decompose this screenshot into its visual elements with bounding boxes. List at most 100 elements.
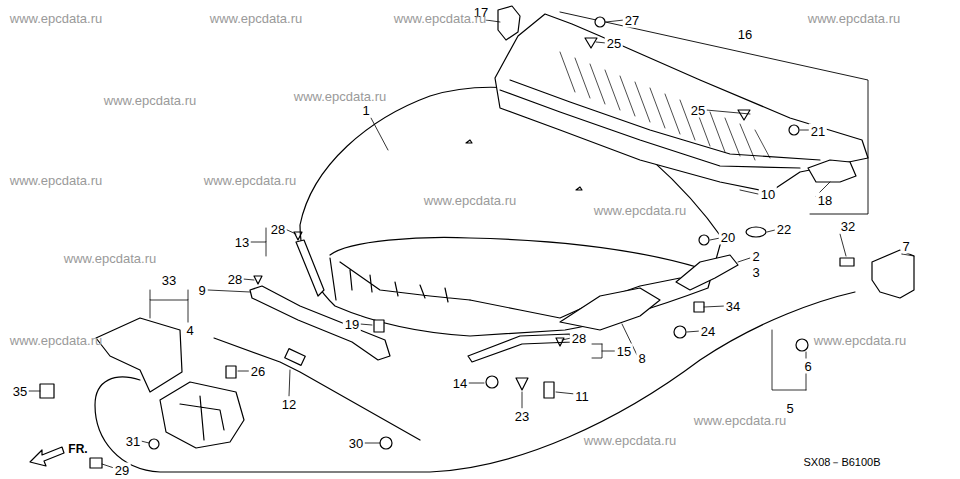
cable-12 — [214, 338, 420, 440]
handle-7 — [872, 250, 914, 298]
watermark-text: www.epcdata.ru — [8, 173, 105, 188]
cowl-bracket — [560, 12, 868, 214]
cowl-top — [495, 14, 868, 192]
callout-number: 15 — [615, 344, 633, 359]
callout-number: 24 — [699, 324, 717, 339]
buffer-19 — [374, 320, 384, 332]
callout-number: 20 — [719, 230, 737, 245]
latch-detail — [180, 396, 224, 440]
rod-15 — [468, 334, 572, 362]
callout-number: 14 — [451, 376, 469, 391]
callout-number: 34 — [724, 299, 742, 314]
callout-number: 18 — [816, 193, 834, 208]
callout-number: 6 — [802, 359, 813, 374]
clip-28c — [556, 338, 564, 346]
hood-front-edge — [330, 258, 470, 302]
callout-number: 30 — [347, 436, 365, 451]
callout-number: 8 — [636, 351, 647, 366]
watermark-text: www.epcdata.ru — [422, 193, 519, 208]
leader-bracket-5 — [772, 330, 806, 390]
callout-number: 21 — [809, 124, 827, 139]
clip-25a — [585, 38, 597, 48]
hood-crease — [330, 238, 700, 268]
front-arrow — [30, 447, 64, 466]
watermark-text: www.epcdata.ru — [62, 251, 159, 266]
callout-number: 11 — [573, 389, 591, 404]
cable-12-sleeve — [285, 349, 306, 366]
bolt-34 — [694, 302, 704, 312]
callout-number: 28 — [269, 222, 287, 237]
callout-number: 16 — [736, 27, 754, 42]
callout-number: 28 — [226, 272, 244, 287]
diagram-code: SX08－B6100B — [801, 456, 882, 469]
watermark-text: www.epcdata.ru — [8, 11, 105, 26]
bolt-31 — [149, 439, 159, 449]
watermark-text: www.epcdata.ru — [592, 203, 689, 218]
nut-24 — [674, 326, 686, 338]
seal-22 — [746, 227, 766, 237]
callout-number: 3 — [750, 265, 761, 280]
cowl-end-17 — [498, 6, 520, 40]
callout-number: 13 — [233, 235, 251, 250]
watermark-text: www.epcdata.ru — [208, 11, 305, 26]
cowl-ridge — [500, 80, 820, 168]
callout-number: 29 — [113, 462, 131, 477]
watermark-text: www.epcdata.ru — [202, 173, 299, 188]
latch-4 — [160, 382, 244, 448]
callout-number: 27 — [623, 13, 641, 28]
watermark-text: www.epcdata.ru — [692, 413, 789, 428]
watermark-text: www.epcdata.ru — [8, 333, 105, 348]
clip-29 — [90, 458, 102, 468]
callout-number: 33 — [160, 273, 178, 288]
clip-23 — [516, 378, 528, 390]
stay-9 — [250, 286, 390, 360]
clip-35 — [40, 384, 54, 398]
callout-number: 10 — [759, 187, 777, 202]
grommet-14 — [486, 376, 498, 388]
clip-25b — [738, 110, 750, 120]
leader-lines — [28, 20, 914, 468]
leader-bracket-33 — [150, 290, 188, 330]
callout-number: 26 — [249, 364, 267, 379]
callout-number: 23 — [513, 409, 531, 424]
cowl-grille — [560, 52, 770, 160]
nut-30 — [380, 437, 392, 449]
clip-21 — [789, 125, 799, 135]
watermark-text: www.epcdata.ru — [292, 89, 389, 104]
hood-mark — [466, 140, 582, 190]
watermark-text: www.epcdata.ru — [812, 333, 909, 348]
watermark-text: www.epcdata.ru — [102, 93, 199, 108]
clip-28b — [254, 276, 262, 284]
callout-number: 12 — [280, 397, 298, 412]
callout-number: 31 — [124, 434, 142, 449]
cowl-end-18 — [808, 160, 856, 182]
clip-27 — [595, 17, 605, 27]
callout-number: 22 — [775, 222, 793, 237]
buffer-11 — [544, 382, 554, 398]
callout-number: 19 — [343, 317, 361, 332]
watermark-text: www.epcdata.ru — [806, 11, 903, 26]
callout-number: 2 — [750, 249, 761, 264]
callout-number: 28 — [570, 331, 588, 346]
bolt-20 — [699, 235, 709, 245]
callout-number: 1 — [360, 103, 371, 118]
cable-5 — [95, 292, 855, 472]
callout-number: 9 — [196, 283, 207, 298]
callout-number: 25 — [605, 36, 623, 51]
direction-label: FR. — [66, 442, 89, 456]
watermark-text: www.epcdata.ru — [582, 433, 679, 448]
grommet-6 — [796, 339, 808, 351]
hinge — [676, 255, 738, 290]
rod-13 — [296, 240, 324, 296]
bracket-8 — [560, 288, 660, 330]
callout-number: 25 — [689, 103, 707, 118]
callout-number: 32 — [839, 219, 857, 234]
callout-number: 4 — [184, 323, 195, 338]
callout-number: 7 — [900, 239, 911, 254]
bolt-32 — [840, 258, 854, 266]
cover-33 — [96, 318, 182, 392]
watermark-text: www.epcdata.ru — [392, 11, 489, 26]
clip-26 — [226, 366, 236, 378]
